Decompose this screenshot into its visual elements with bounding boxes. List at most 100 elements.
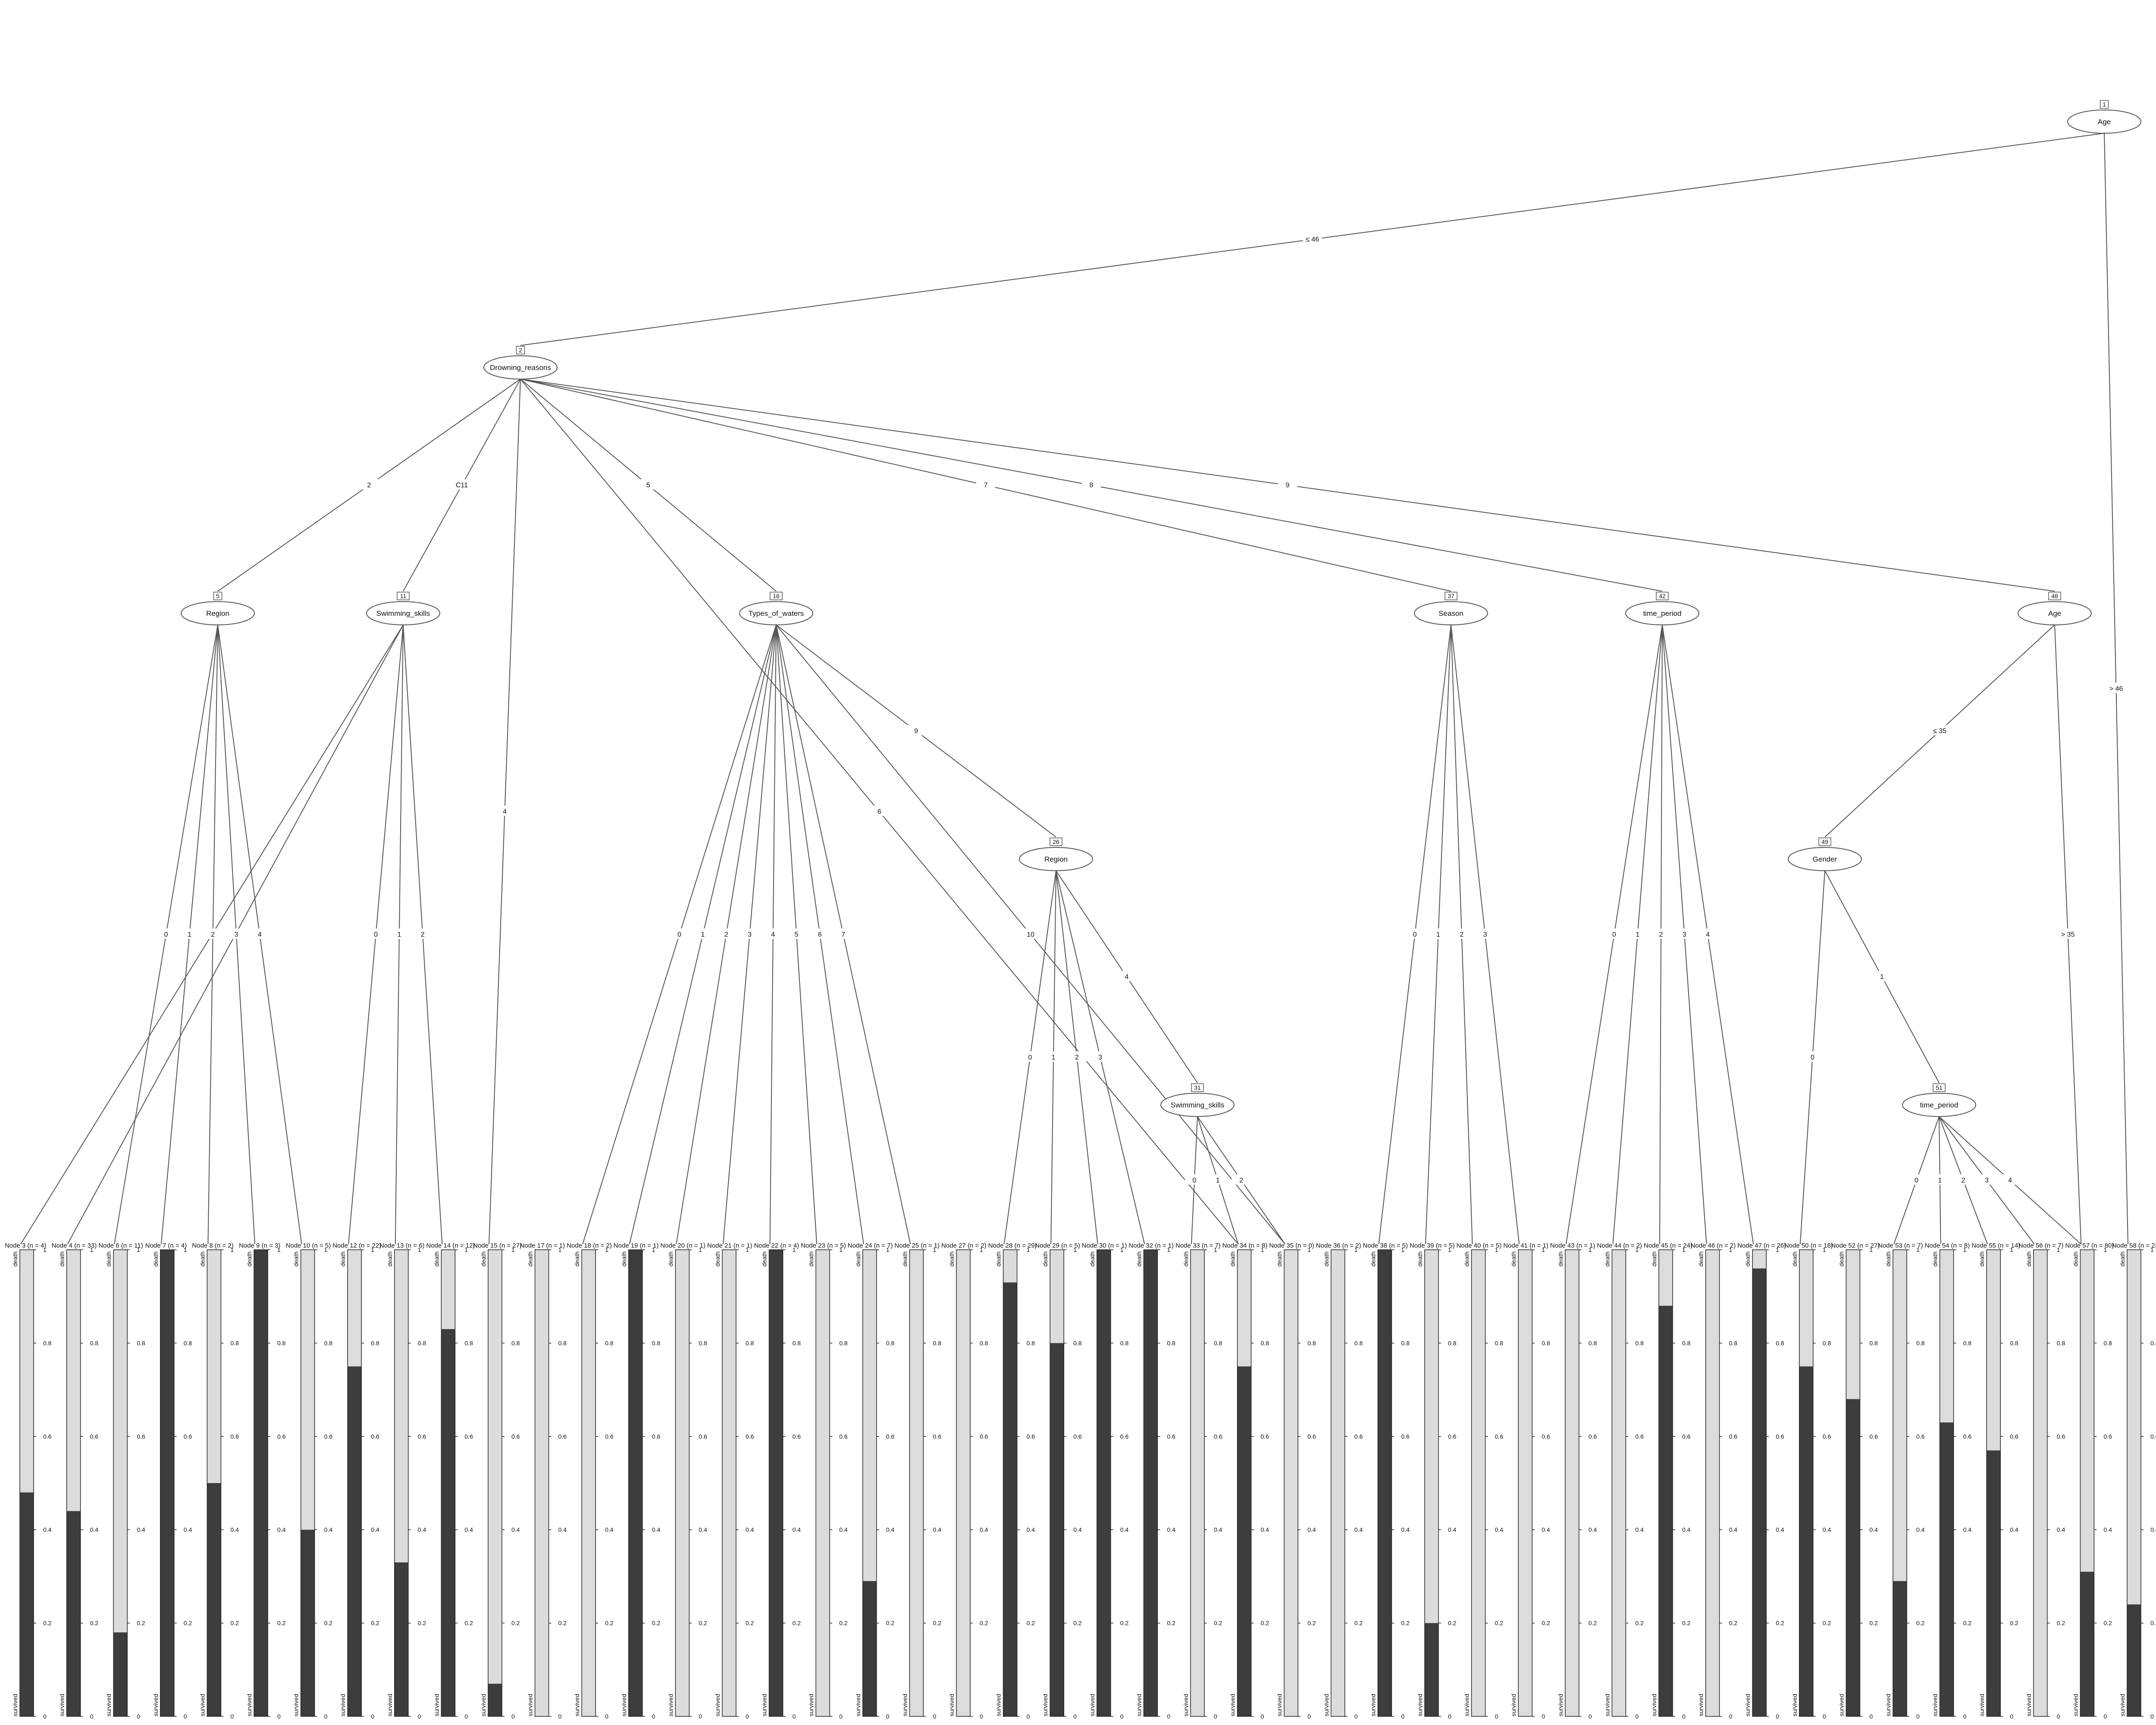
category-label-death: death — [1089, 1251, 1096, 1267]
axis-tick-label: 0.6 — [2103, 1433, 2112, 1440]
axis-tick-label: 0 — [1401, 1713, 1404, 1720]
axis-tick-label: 0.8 — [1682, 1339, 1691, 1346]
axis-tick-label: 0.8 — [1589, 1339, 1597, 1346]
leaf-title: Node 4 (n = 33) — [52, 1242, 97, 1249]
bar-survived-segment — [2033, 1250, 2047, 1716]
axis-tick-label: 0 — [793, 1713, 796, 1720]
edge-label-background — [1303, 233, 1322, 244]
leaf-title: Node 13 (n = 6) — [379, 1242, 425, 1249]
category-label-death: death — [1885, 1251, 1892, 1267]
bar-death-segment — [348, 1366, 362, 1716]
axis-tick-label: 0.6 — [1635, 1433, 1644, 1440]
edge-label-background — [1082, 479, 1101, 489]
axis-tick-label: 0.8 — [793, 1339, 801, 1346]
bar-frame — [66, 1249, 81, 1717]
bar-frame — [1284, 1249, 1298, 1717]
node-id-box — [1191, 1083, 1204, 1092]
axis-tick-label: 0.4 — [886, 1526, 895, 1533]
axis-tick-label: 0.4 — [1214, 1526, 1222, 1533]
split-variable: Region — [206, 609, 229, 618]
leaf-title: Node 20 (n = 1) — [660, 1242, 705, 1249]
axis-tick-label: 0.6 — [1214, 1433, 1222, 1440]
edge-label: 0 — [164, 931, 168, 938]
category-label-survived: survived — [1557, 1694, 1564, 1716]
axis-tick-label: 0.6 — [839, 1433, 848, 1440]
bar-frame — [347, 1249, 362, 1717]
axis-tick-label: 0.6 — [464, 1433, 473, 1440]
leaf-title: Node 33 (n = 7) — [1175, 1242, 1221, 1249]
axis-tick-label: 0.4 — [137, 1526, 145, 1533]
leaf-title: Node 24 (n = 7) — [848, 1242, 893, 1249]
bar-survived-segment — [2127, 1250, 2141, 1605]
axis-tick-label: 1 — [980, 1246, 983, 1253]
axis-tick-label: 0.6 — [90, 1433, 99, 1440]
edge-label: 8 — [1090, 482, 1094, 489]
edge-label: 0 — [1193, 1177, 1197, 1184]
split-node-ellipse — [181, 601, 255, 625]
axis-tick-label: 0.6 — [605, 1433, 614, 1440]
axis-tick-label: 0 — [1542, 1713, 1545, 1720]
leaf-title: Node 30 (n = 1) — [1082, 1242, 1127, 1249]
axis-tick-label: 0 — [1495, 1713, 1498, 1720]
edge-label: ≤ 46 — [1306, 236, 1319, 243]
split-node-ellipse — [2067, 110, 2141, 134]
edge-label-background — [1803, 1051, 1822, 1062]
node-id: 26 — [1053, 838, 1059, 845]
split-node-ellipse — [1160, 1093, 1235, 1117]
axis-tick-label: 1 — [2010, 1246, 2013, 1253]
edge-label-background — [639, 479, 658, 489]
edge-label: 9 — [1286, 482, 1290, 489]
edge-label: 0 — [1915, 1177, 1918, 1184]
axis-tick-label: 0.4 — [2057, 1526, 2065, 1533]
edge-label-background — [1930, 1174, 1949, 1185]
edge-label: 1 — [701, 931, 705, 938]
axis-tick-label: 0.2 — [1823, 1620, 1831, 1627]
bar-frame — [1658, 1249, 1673, 1717]
category-label-survived: survived — [948, 1694, 955, 1716]
axis-tick-label: 0.8 — [1542, 1339, 1550, 1346]
axis-tick-label: 0.2 — [371, 1620, 379, 1627]
edge-label-background — [1930, 725, 1949, 735]
axis-tick-label: 0.4 — [371, 1526, 379, 1533]
leaf-title: Node 12 (n = 22) — [332, 1242, 381, 1249]
bar-frame — [19, 1249, 34, 1717]
bar-death-segment — [394, 1562, 408, 1716]
category-label-death: death — [2025, 1251, 2032, 1267]
split-variable: Gender — [1813, 855, 1837, 863]
category-label-survived: survived — [620, 1694, 627, 1716]
axis-tick-label: 1 — [933, 1246, 936, 1253]
axis-tick-label: 0.8 — [1214, 1339, 1222, 1346]
bar-survived-segment — [66, 1250, 81, 1511]
leaf-title: Node 47 (n = 26) — [1737, 1242, 1786, 1249]
axis-tick-label: 0.6 — [1963, 1433, 1972, 1440]
axis-tick-label: 0.4 — [1167, 1526, 1175, 1533]
category-label-death: death — [246, 1251, 253, 1267]
split-node-ellipse — [1414, 601, 1488, 625]
split-node-ellipse — [483, 355, 558, 380]
axis-tick-label: 0.6 — [558, 1433, 567, 1440]
axis-tick-label: 0.6 — [1448, 1433, 1457, 1440]
split-node-ellipse — [1788, 847, 1862, 871]
axis-tick-label: 1 — [605, 1246, 608, 1253]
edge-label: 1 — [1052, 1054, 1056, 1061]
axis-tick-label: 0.2 — [746, 1620, 754, 1627]
edge-label: 9 — [914, 728, 918, 735]
category-label-death: death — [12, 1251, 19, 1267]
edge-label: 0 — [374, 931, 378, 938]
leaf-title: Node 39 (n = 5) — [1410, 1242, 1455, 1249]
axis-tick-label: 0.2 — [1261, 1620, 1269, 1627]
axis-tick-label: 1 — [324, 1246, 328, 1253]
edge-label: 0 — [677, 931, 681, 938]
axis-tick-label: 0.6 — [699, 1433, 707, 1440]
edge-label: 1 — [1436, 931, 1440, 938]
edge-label: 2 — [421, 931, 425, 938]
axis-tick-label: 1 — [1401, 1246, 1404, 1253]
